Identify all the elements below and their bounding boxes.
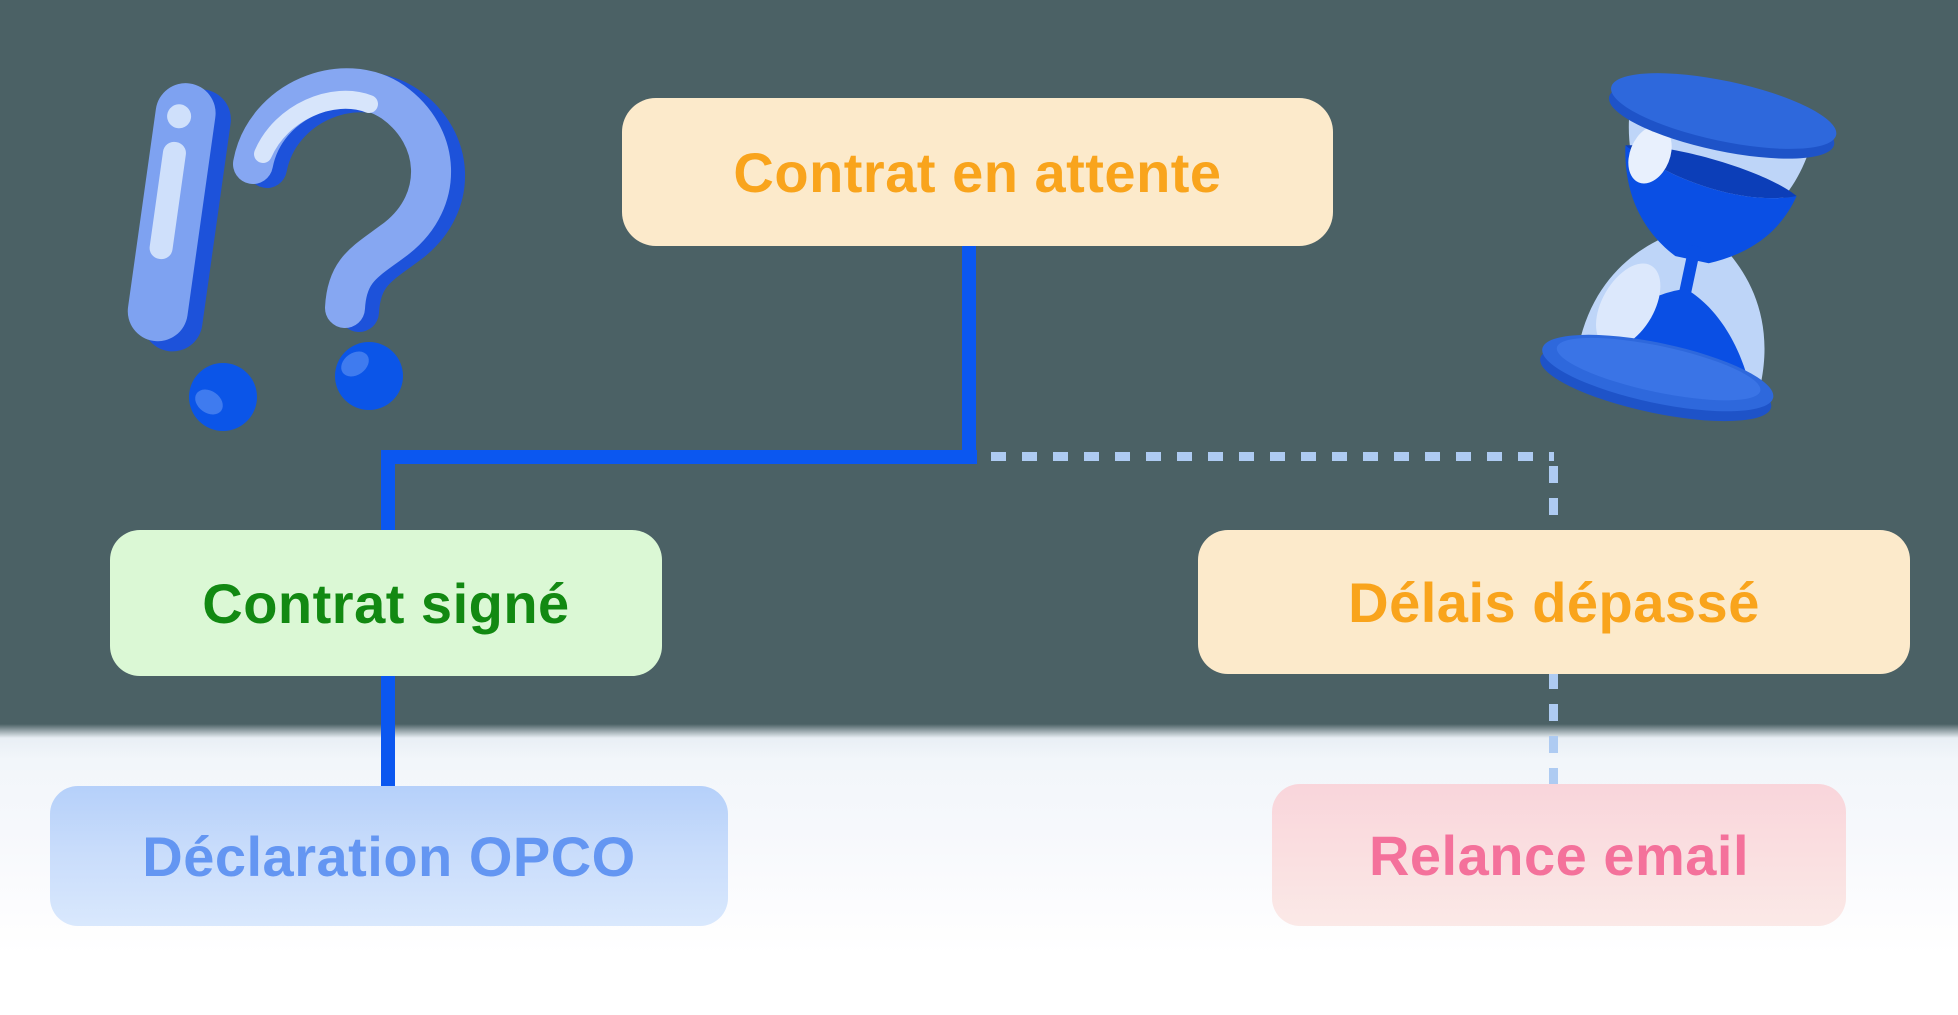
node-contrat-signe: Contrat signé	[110, 530, 662, 676]
node-contrat-en-attente: Contrat en attente	[622, 98, 1333, 246]
node-declaration-opco: Déclaration OPCO	[50, 786, 728, 926]
connector-to-overdue-dashed	[1549, 466, 1558, 530]
connector-waiting-down	[962, 246, 976, 452]
connector-signed-to-opco	[381, 674, 395, 788]
hourglass-icon	[1540, 73, 1837, 422]
node-contrat-en-attente-label: Contrat en attente	[733, 140, 1222, 204]
node-delais-depasse-label: Délais dépassé	[1348, 570, 1760, 634]
connector-horizontal-solid	[381, 450, 977, 464]
node-relance-email: Relance email	[1272, 784, 1846, 926]
node-contrat-signe-label: Contrat signé	[202, 571, 570, 635]
connector-overdue-to-relance-dashed	[1549, 672, 1558, 784]
node-declaration-opco-label: Déclaration OPCO	[142, 824, 636, 888]
node-relance-email-label: Relance email	[1368, 823, 1750, 887]
connector-horizontal-dashed	[991, 452, 1554, 461]
node-delais-depasse: Délais dépassé	[1198, 530, 1910, 674]
connector-to-signed	[381, 452, 395, 532]
interrobang-icon	[127, 68, 465, 431]
